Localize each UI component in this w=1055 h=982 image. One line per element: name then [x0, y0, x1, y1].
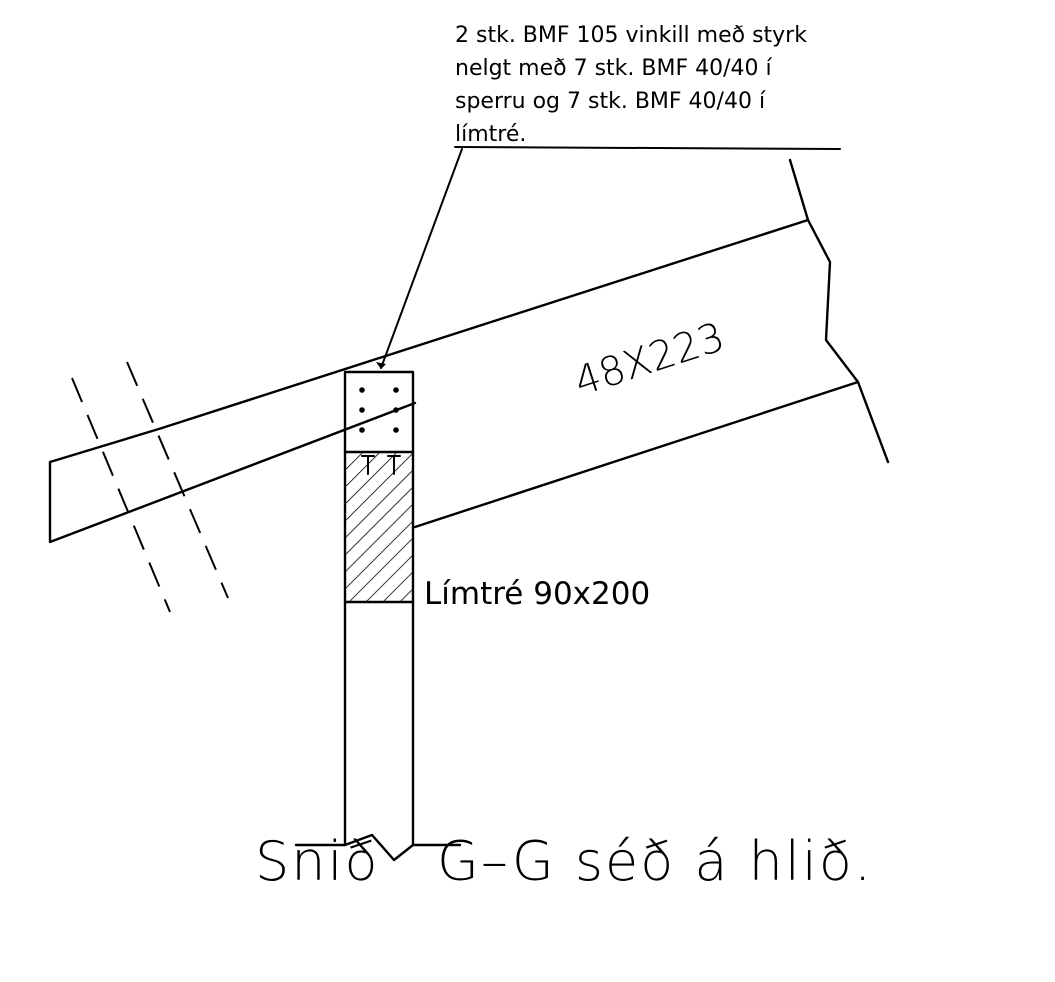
- section-title: Snið G–G séð á hlið.: [255, 830, 873, 893]
- upper-rafter: [160, 158, 890, 529]
- annotation-text: 2 stk. BMF 105 vinkill með styrk nelgt m…: [455, 23, 807, 147]
- nail-dot: [359, 427, 365, 433]
- lower-rafter: [48, 401, 417, 544]
- annotation-line-4: límtré.: [455, 122, 526, 147]
- rafter-dimension-label: 48X223: [569, 314, 730, 406]
- nail-dot: [359, 407, 365, 413]
- post-hatch: [345, 452, 413, 602]
- glulam-post: [294, 450, 462, 862]
- nail-dot: [393, 407, 399, 413]
- break-lines: [71, 361, 229, 613]
- nail-dot: [393, 427, 399, 433]
- bmf-angle-bracket: [343, 370, 415, 454]
- annotation-leader: [376, 146, 841, 369]
- annotation-line-2: nelgt með 7 stk. BMF 40/40 í: [455, 56, 773, 81]
- nail-dot: [393, 387, 399, 393]
- annotation-line-3: sperru og 7 stk. BMF 40/40 í: [455, 89, 766, 114]
- annotation-line-1: 2 stk. BMF 105 vinkill með styrk: [455, 23, 807, 48]
- post-label: Límtré 90x200: [424, 576, 650, 612]
- nail-dot: [359, 387, 365, 393]
